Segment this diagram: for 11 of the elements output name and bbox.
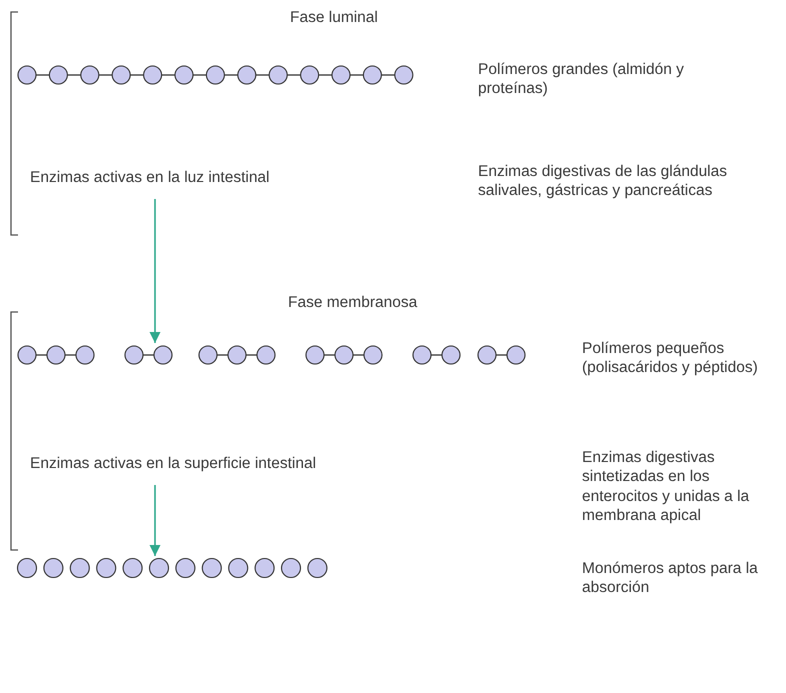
phase-heading: Fase luminal [290, 8, 379, 28]
phase-heading: Fase membranosa [288, 293, 418, 312]
description-text: Monómeros aptos para la absorción [582, 559, 759, 598]
description-text: Enzimas digestivas de las glándulas salivales, gástricas y pancreáticas [478, 162, 728, 201]
arrow [149, 199, 161, 343]
enzyme-activity-label: Enzimas activas en la luz intestinal [30, 168, 271, 188]
enzyme-activity-label: Enzimas activas en la superficie intestinal [30, 454, 318, 474]
description-text: Enzimas digestivas sintetizadas en los enterocitos y unidas a la membrana apical [582, 448, 750, 526]
description-text: Polímeros pequeños (polisacáridos y péptidos) [582, 339, 759, 378]
arrow [149, 485, 161, 556]
description-text: Polímeros grandes (almidón y proteínas) [478, 60, 685, 99]
